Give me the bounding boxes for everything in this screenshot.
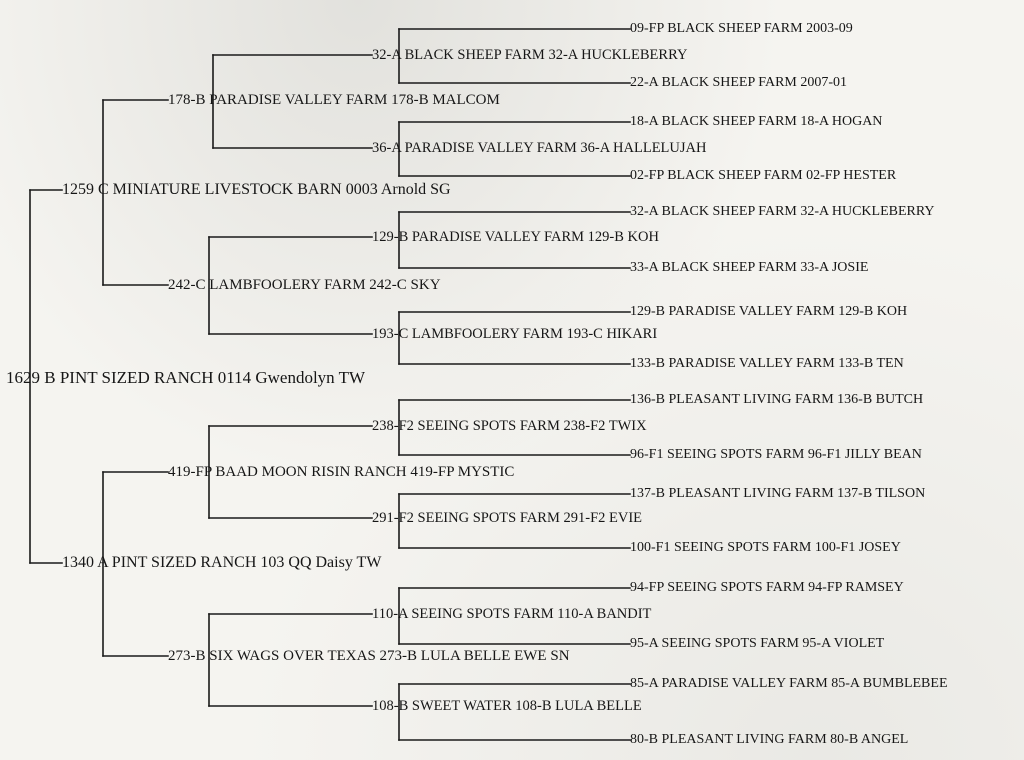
sire-sire-label: 178-B PARADISE VALLEY FARM 178-B MALCOM bbox=[168, 92, 500, 108]
gen4-ancestor-label: 133-B PARADISE VALLEY FARM 133-B TEN bbox=[630, 356, 904, 371]
sire-label: 1259 C MINIATURE LIVESTOCK BARN 0003 Arn… bbox=[62, 181, 451, 198]
gen4-ancestor-label: 22-A BLACK SHEEP FARM 2007-01 bbox=[630, 75, 848, 90]
gen4-ancestor-label: 80-B PLEASANT LIVING FARM 80-B ANGEL bbox=[630, 732, 909, 747]
gen3-ancestor-label: 110-A SEEING SPOTS FARM 110-A BANDIT bbox=[372, 606, 652, 622]
gen4-ancestor-label: 137-B PLEASANT LIVING FARM 137-B TILSON bbox=[630, 486, 926, 501]
gen3-ancestor-label: 291-F2 SEEING SPOTS FARM 291-F2 EVIE bbox=[372, 510, 643, 526]
gen3-ancestor-label: 108-B SWEET WATER 108-B LULA BELLE bbox=[372, 698, 642, 714]
gen3-ancestor-label: 32-A BLACK SHEEP FARM 32-A HUCKLEBERRY bbox=[372, 47, 688, 63]
subject-animal-label: 1629 B PINT SIZED RANCH 0114 Gwendolyn T… bbox=[6, 368, 366, 387]
sire-dam-label: 242-C LAMBFOOLERY FARM 242-C SKY bbox=[168, 277, 441, 293]
gen4-ancestor-label: 18-A BLACK SHEEP FARM 18-A HOGAN bbox=[630, 114, 883, 129]
gen3-ancestor-label: 36-A PARADISE VALLEY FARM 36-A HALLELUJA… bbox=[372, 140, 707, 156]
dam-sire-label: 419-FP BAAD MOON RISIN RANCH 419-FP MYST… bbox=[168, 464, 515, 480]
gen4-ancestor-label: 136-B PLEASANT LIVING FARM 136-B BUTCH bbox=[630, 392, 924, 407]
gen4-ancestor-label: 94-FP SEEING SPOTS FARM 94-FP RAMSEY bbox=[630, 580, 904, 595]
dam-label: 1340 A PINT SIZED RANCH 103 QQ Daisy TW bbox=[62, 554, 382, 571]
gen4-ancestor-label: 85-A PARADISE VALLEY FARM 85-A BUMBLEBEE bbox=[630, 676, 948, 691]
gen4-ancestor-label: 100-F1 SEEING SPOTS FARM 100-F1 JOSEY bbox=[630, 540, 901, 555]
gen3-ancestor-label: 238-F2 SEEING SPOTS FARM 238-F2 TWIX bbox=[372, 418, 647, 434]
gen4-ancestor-label: 02-FP BLACK SHEEP FARM 02-FP HESTER bbox=[630, 168, 897, 183]
gen3-ancestor-label: 193-C LAMBFOOLERY FARM 193-C HIKARI bbox=[372, 326, 658, 342]
dam-dam-label: 273-B SIX WAGS OVER TEXAS 273-B LULA BEL… bbox=[168, 648, 570, 664]
gen4-ancestor-label: 129-B PARADISE VALLEY FARM 129-B KOH bbox=[630, 304, 908, 319]
gen4-ancestor-label: 09-FP BLACK SHEEP FARM 2003-09 bbox=[630, 21, 853, 36]
gen4-ancestor-label: 33-A BLACK SHEEP FARM 33-A JOSIE bbox=[630, 260, 869, 275]
gen4-ancestor-label: 95-A SEEING SPOTS FARM 95-A VIOLET bbox=[630, 636, 885, 651]
gen4-ancestor-label: 32-A BLACK SHEEP FARM 32-A HUCKLEBERRY bbox=[630, 204, 935, 219]
gen4-ancestor-label: 96-F1 SEEING SPOTS FARM 96-F1 JILLY BEAN bbox=[630, 447, 922, 462]
gen3-ancestor-label: 129-B PARADISE VALLEY FARM 129-B KOH bbox=[372, 229, 659, 245]
